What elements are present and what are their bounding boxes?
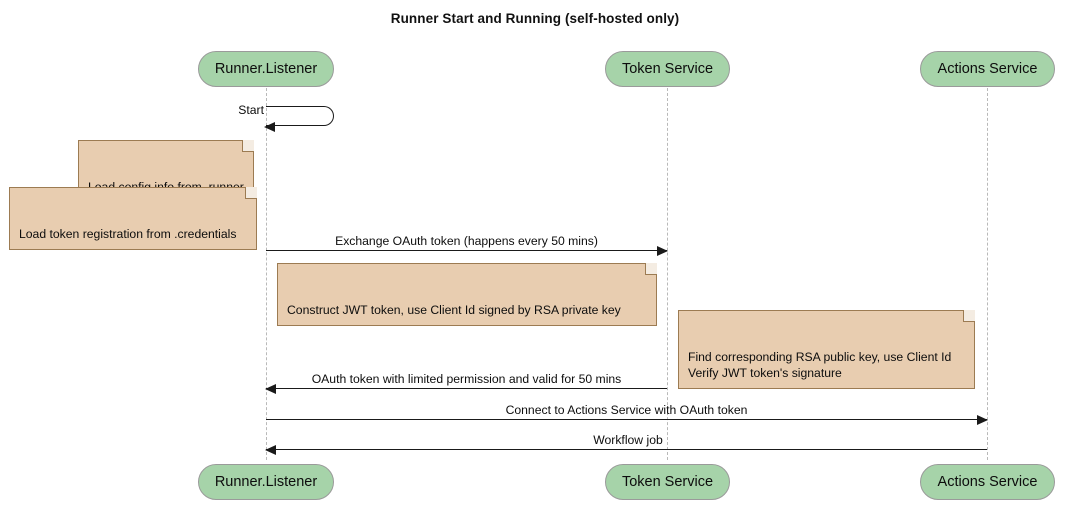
arrowhead-icon — [977, 414, 988, 425]
lifeline-actions — [987, 88, 988, 460]
message-connect-actions-service: Connect to Actions Service with OAuth to… — [266, 403, 988, 425]
note-fold-icon — [645, 263, 657, 275]
note-text: Find corresponding RSA public key, use C… — [688, 350, 952, 380]
message-label: Connect to Actions Service with OAuth to… — [505, 403, 748, 417]
participant-runner-bottom[interactable]: Runner.Listener — [198, 464, 334, 500]
message-label: OAuth token with limited permission and … — [311, 372, 622, 386]
lifeline-runner — [266, 88, 267, 460]
arrowhead-icon — [657, 245, 668, 256]
message-workflow-job: Workflow job — [265, 433, 987, 455]
note-construct-jwt: Construct JWT token, use Client Id signe… — [277, 263, 657, 326]
self-message-start — [264, 106, 334, 132]
self-message-label-start: Start — [238, 103, 264, 117]
participant-label: Actions Service — [937, 61, 1038, 77]
participant-label: Actions Service — [937, 474, 1038, 490]
participant-label: Token Service — [621, 474, 714, 490]
note-fold-icon — [963, 310, 975, 322]
message-oauth-token-response: OAuth token with limited permission and … — [265, 372, 667, 394]
participant-label: Runner.Listener — [214, 61, 318, 77]
participant-token-top[interactable]: Token Service — [605, 51, 730, 87]
arrowhead-icon — [265, 383, 276, 394]
participant-actions-bottom[interactable]: Actions Service — [920, 464, 1055, 500]
message-label: Workflow job — [593, 433, 663, 447]
lifeline-token — [667, 88, 668, 460]
participant-label: Runner.Listener — [214, 474, 318, 490]
page-title: Runner Start and Running (self-hosted on… — [390, 11, 680, 26]
message-exchange-oauth-token: Exchange OAuth token (happens every 50 m… — [266, 234, 668, 256]
arrowhead-icon — [264, 121, 275, 132]
note-fold-icon — [245, 187, 257, 199]
participant-token-bottom[interactable]: Token Service — [605, 464, 730, 500]
arrowhead-icon — [265, 444, 276, 455]
participant-runner-top[interactable]: Runner.Listener — [198, 51, 334, 87]
note-fold-icon — [242, 140, 254, 152]
note-text: Construct JWT token, use Client Id signe… — [287, 303, 621, 317]
participant-label: Token Service — [621, 61, 714, 77]
note-verify-jwt: Find corresponding RSA public key, use C… — [678, 310, 975, 389]
note-text: Load token registration from .credential… — [19, 227, 237, 241]
message-label: Exchange OAuth token (happens every 50 m… — [335, 234, 598, 248]
note-load-token-registration: Load token registration from .credential… — [9, 187, 257, 250]
participant-actions-top[interactable]: Actions Service — [920, 51, 1055, 87]
